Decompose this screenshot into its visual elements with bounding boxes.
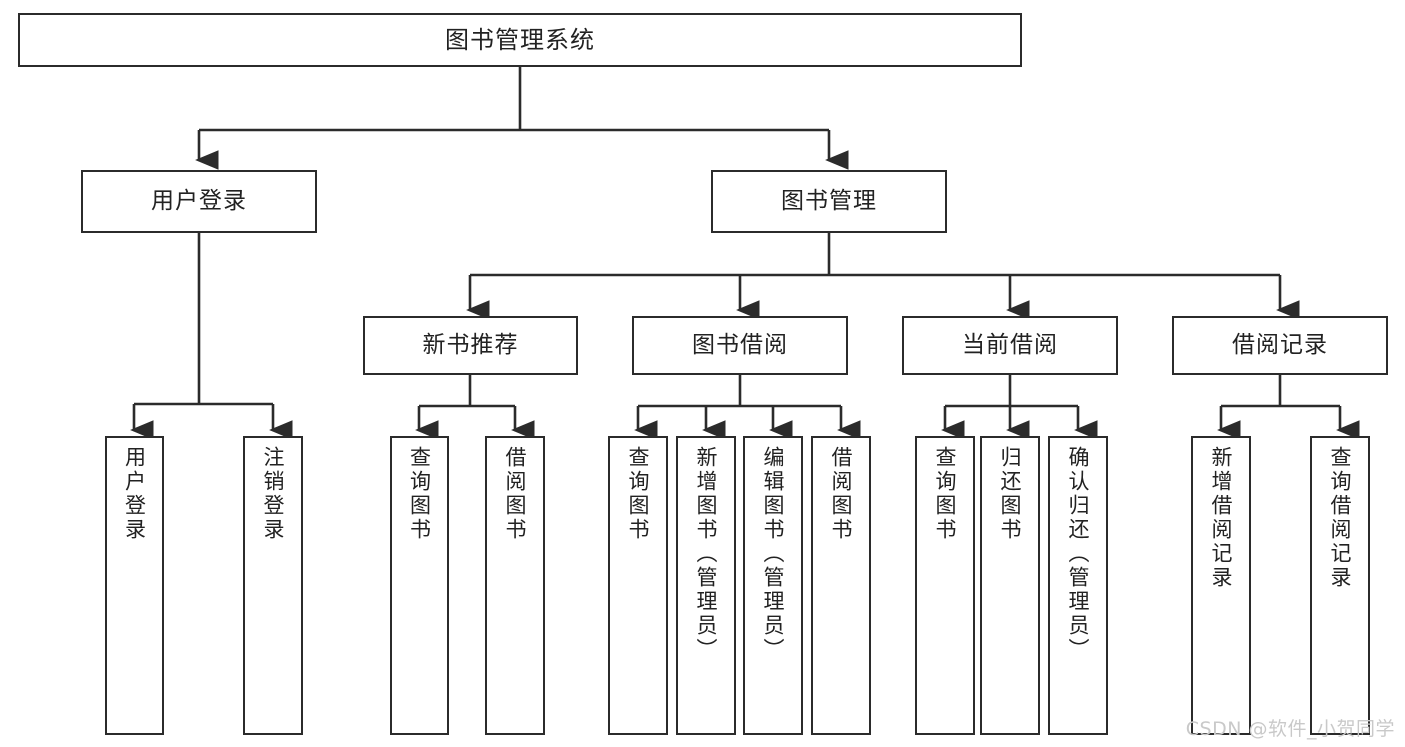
leaf-user-login[interactable]: 用户登录 (105, 436, 164, 735)
node-label: 注销登录 (261, 446, 286, 542)
node-label: 借阅记录 (1232, 331, 1328, 358)
node-label: 借阅图书 (503, 446, 528, 542)
node-label: 用户登录 (122, 446, 147, 542)
node-label: 查询借阅记录 (1328, 446, 1353, 590)
leaf-return-book[interactable]: 归还图书 (980, 436, 1040, 735)
node-label: 图书管理 (781, 187, 877, 214)
node-user-login[interactable]: 用户登录 (81, 170, 317, 233)
node-label: 查询图书 (407, 446, 432, 542)
csdn-watermark: CSDN @软件_小贺同学 (1185, 718, 1395, 740)
node-book-borrow[interactable]: 图书借阅 (632, 316, 848, 375)
leaf-confirm-return-admin[interactable]: 确认归还（管理员） (1048, 436, 1108, 735)
leaf-borrow-book[interactable]: 借阅图书 (811, 436, 871, 735)
node-label: 新增借阅记录 (1209, 446, 1234, 590)
node-current-borrow[interactable]: 当前借阅 (902, 316, 1118, 375)
node-book-management[interactable]: 图书管理 (711, 170, 947, 233)
leaf-query-book-borrow[interactable]: 查询图书 (608, 436, 668, 735)
node-label: 编辑图书（管理员） (761, 446, 786, 662)
node-label: 归还图书 (998, 446, 1023, 542)
node-label: 当前借阅 (962, 331, 1058, 358)
leaf-edit-book-admin[interactable]: 编辑图书（管理员） (743, 436, 803, 735)
node-new-book-recommend[interactable]: 新书推荐 (363, 316, 578, 375)
node-label: 图书借阅 (692, 331, 788, 358)
node-label: 新增图书（管理员） (694, 446, 719, 662)
node-root-system[interactable]: 图书管理系统 (18, 13, 1022, 67)
leaf-add-book-admin[interactable]: 新增图书（管理员） (676, 436, 736, 735)
leaf-query-book-recommend[interactable]: 查询图书 (390, 436, 449, 735)
node-label: 借阅图书 (829, 446, 854, 542)
node-label: 查询图书 (933, 446, 958, 542)
node-label: 新书推荐 (422, 331, 519, 358)
node-label: 用户登录 (151, 187, 247, 214)
node-label: 图书管理系统 (445, 25, 595, 54)
leaf-borrow-book-recommend[interactable]: 借阅图书 (485, 436, 545, 735)
node-label: 确认归还（管理员） (1066, 446, 1091, 662)
leaf-logout[interactable]: 注销登录 (243, 436, 303, 735)
node-borrow-record[interactable]: 借阅记录 (1172, 316, 1388, 375)
leaf-add-borrow-record[interactable]: 新增借阅记录 (1191, 436, 1251, 735)
node-label: 查询图书 (626, 446, 651, 542)
leaf-query-borrow-record[interactable]: 查询借阅记录 (1310, 436, 1370, 735)
leaf-query-book-current[interactable]: 查询图书 (915, 436, 975, 735)
